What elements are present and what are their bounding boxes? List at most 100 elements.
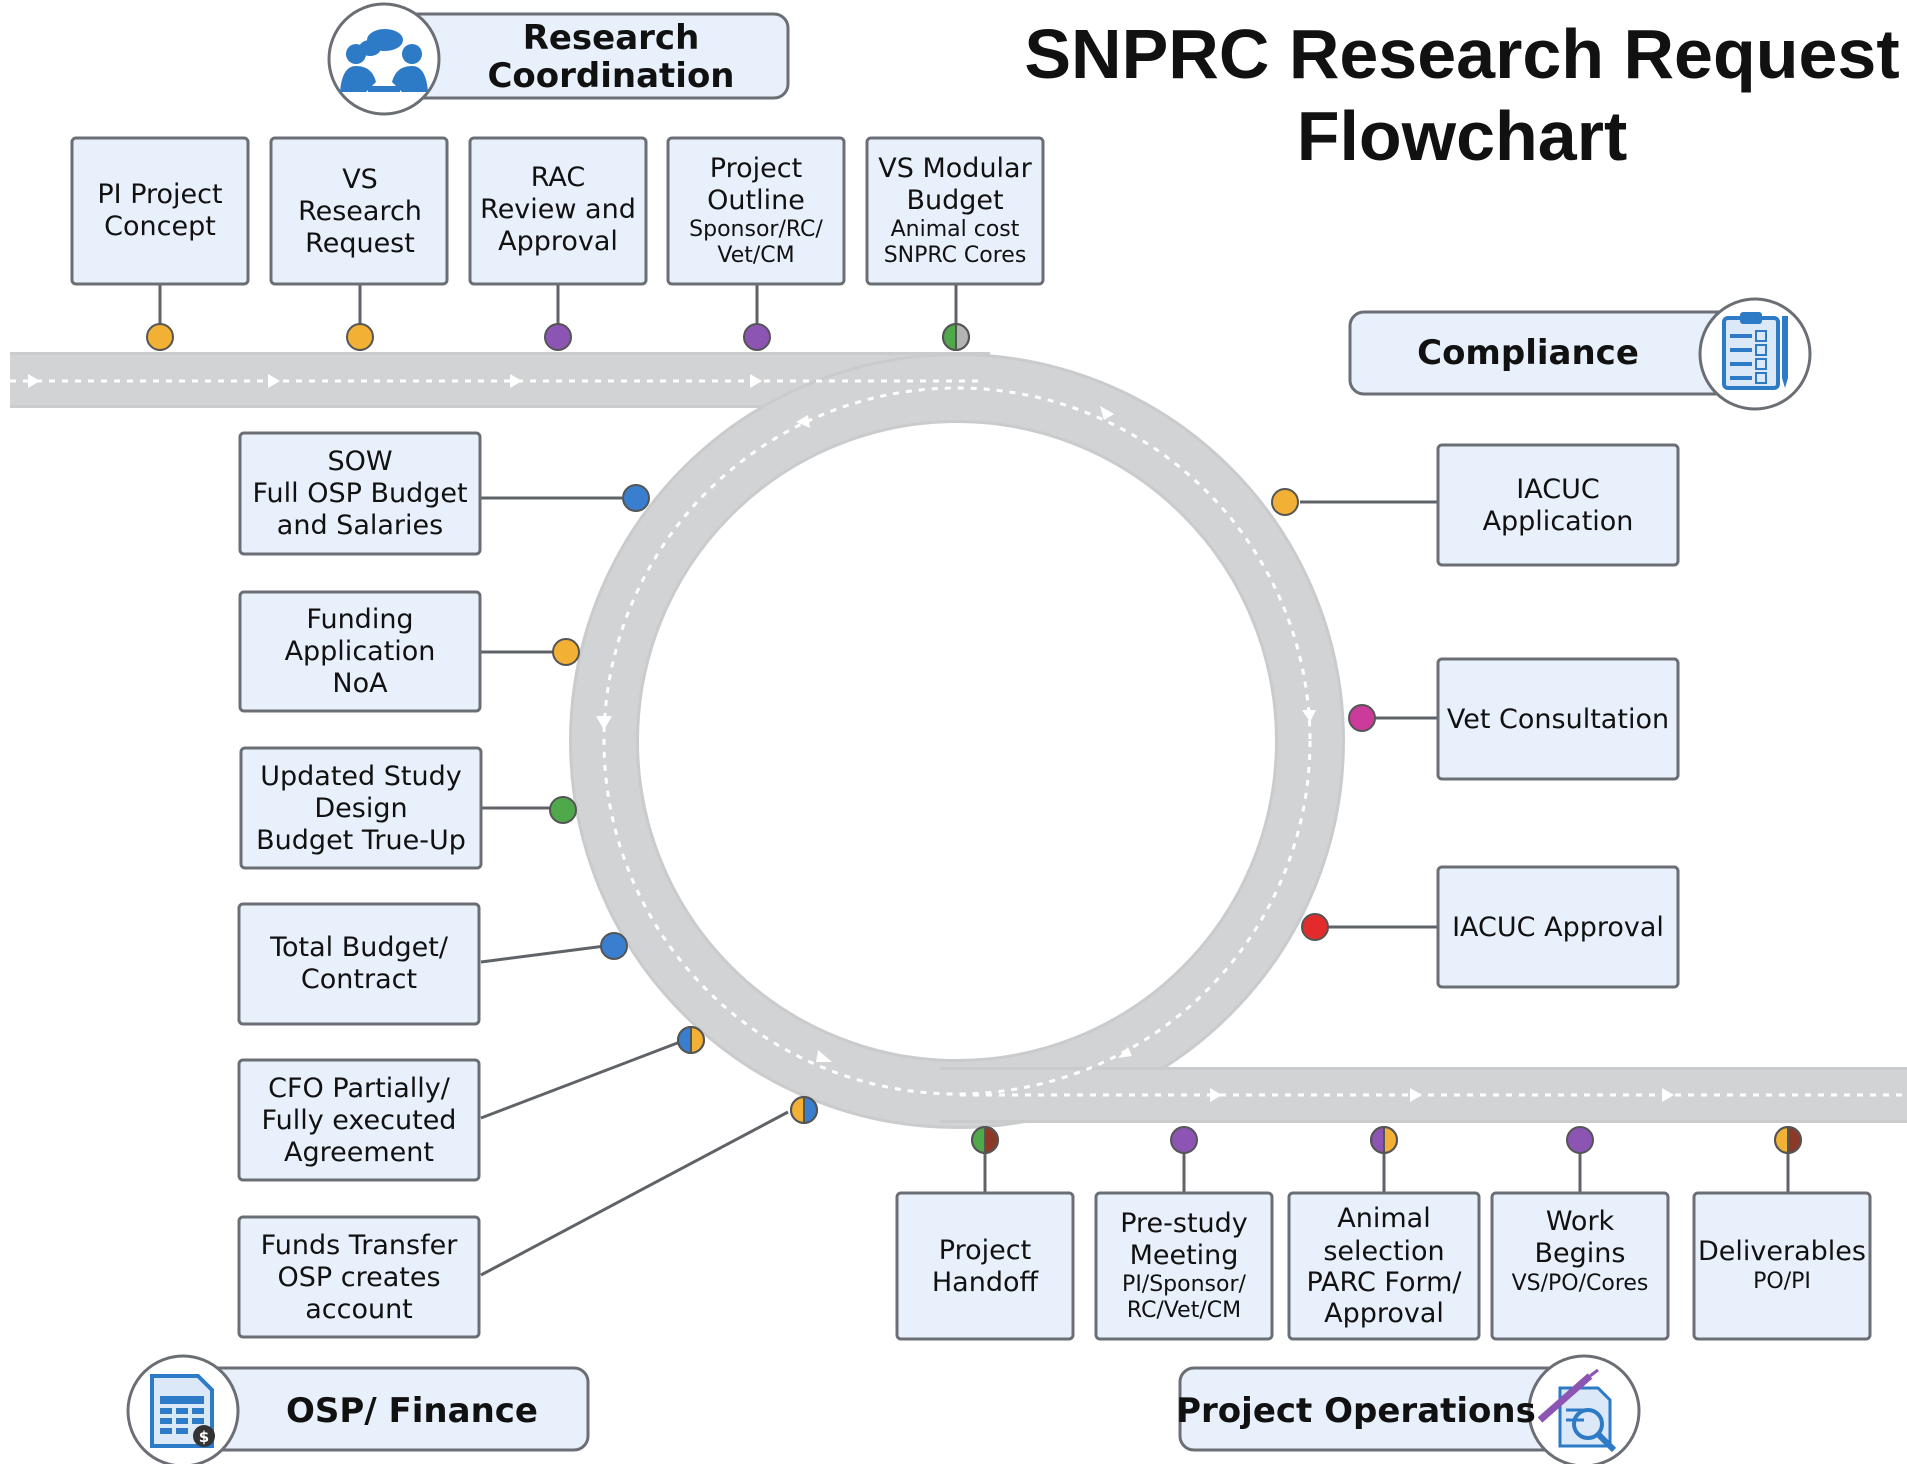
svg-text:Approval: Approval: [498, 226, 618, 257]
svg-text:Total Budget/: Total Budget/: [269, 932, 449, 963]
svg-text:Coordination: Coordination: [487, 56, 734, 96]
page-title-line2: Flowchart: [1297, 97, 1628, 175]
road: [10, 352, 1907, 1129]
svg-text:SNPRC Cores: SNPRC Cores: [884, 243, 1027, 268]
step-updated-study-design: Updated Study Design Budget True-Up: [239, 746, 483, 870]
dot-vs-budget: [942, 322, 970, 352]
svg-text:Fully executed: Fully executed: [262, 1105, 457, 1136]
svg-text:Research: Research: [298, 196, 422, 227]
svg-text:Project: Project: [939, 1235, 1031, 1266]
svg-text:IACUC Approval: IACUC Approval: [1452, 912, 1664, 943]
dot-pi-concept: [146, 323, 174, 351]
step-animal-selection: Animal selection PARC Form/ Approval: [1287, 1191, 1481, 1341]
svg-text:Meeting: Meeting: [1130, 1240, 1239, 1271]
svg-text:Budget: Budget: [906, 185, 1003, 216]
header-osp-finance: $ OSP/ Finance: [126, 1354, 590, 1464]
header-project-operations: Project Operations: [1176, 1354, 1641, 1464]
dot-deliverables: [1774, 1125, 1802, 1155]
svg-text:Agreement: Agreement: [284, 1137, 434, 1168]
dot-iacuc-approval: [1301, 913, 1329, 941]
dot-funds-transfer: [790, 1095, 818, 1125]
svg-text:PI Project: PI Project: [97, 179, 222, 210]
status-dots: [146, 322, 1802, 1155]
svg-text:Application: Application: [285, 636, 436, 667]
svg-text:Compliance: Compliance: [1417, 333, 1639, 373]
clipboard-checklist-icon: [1722, 312, 1788, 390]
svg-text:Concept: Concept: [104, 211, 216, 242]
dot-sow: [622, 484, 650, 512]
step-project-outline: Project Outline Sponsor/RC/ Vet/CM: [666, 136, 846, 286]
dot-total-budget: [600, 932, 628, 960]
svg-text:RC/Vet/CM: RC/Vet/CM: [1127, 1298, 1241, 1323]
svg-text:PARC Form/: PARC Form/: [1307, 1267, 1463, 1298]
svg-text:NoA: NoA: [332, 668, 388, 699]
header-research-coordination: Research Coordination: [327, 2, 790, 116]
svg-text:IACUC: IACUC: [1516, 474, 1599, 505]
svg-text:Full OSP Budget: Full OSP Budget: [252, 478, 467, 509]
step-total-budget: Total Budget/ Contract: [237, 902, 481, 1026]
road-arrows: [28, 374, 1674, 1102]
header-compliance: Compliance: [1348, 297, 1812, 411]
svg-text:selection: selection: [1323, 1236, 1444, 1267]
svg-text:Application: Application: [1483, 506, 1634, 537]
svg-text:Request: Request: [305, 228, 415, 259]
svg-text:RAC: RAC: [531, 162, 586, 193]
step-prestudy-meeting: Pre-study Meeting PI/Sponsor/ RC/Vet/CM: [1094, 1191, 1274, 1341]
svg-text:OSP creates: OSP creates: [277, 1262, 440, 1293]
svg-text:Review and: Review and: [480, 194, 636, 225]
dot-project-outline: [743, 323, 771, 351]
dot-updated-design: [549, 796, 577, 824]
step-cfo-agreement: CFO Partially/ Fully executed Agreement: [237, 1058, 481, 1182]
svg-text:Animal: Animal: [1337, 1203, 1430, 1234]
step-funding-application: Funding Application NoA: [238, 590, 482, 713]
spreadsheet-dollar-icon: $: [150, 1374, 215, 1448]
step-vet-consultation: Vet Consultation: [1436, 657, 1680, 781]
svg-text:Deliverables: Deliverables: [1698, 1236, 1866, 1267]
svg-text:VS/PO/Cores: VS/PO/Cores: [1512, 1271, 1649, 1296]
svg-text:$: $: [199, 1428, 209, 1446]
svg-text:Design: Design: [314, 793, 407, 824]
svg-text:Pre-study: Pre-study: [1120, 1208, 1248, 1239]
step-vs-research-request: VS Research Request: [269, 136, 449, 286]
svg-text:Contract: Contract: [301, 964, 417, 995]
svg-text:Funds Transfer: Funds Transfer: [261, 1230, 459, 1261]
step-rac-review: RAC Review and Approval: [468, 136, 648, 286]
dot-vs-request: [346, 323, 374, 351]
dot-work-begins: [1566, 1126, 1594, 1154]
svg-text:Sponsor/RC/: Sponsor/RC/: [689, 217, 823, 242]
step-iacuc-approval: IACUC Approval: [1436, 865, 1680, 989]
dot-handoff: [971, 1125, 999, 1155]
document-syringe-magnifier-icon: [1537, 1368, 1617, 1453]
svg-text:Budget True-Up: Budget True-Up: [256, 825, 466, 856]
step-deliverables: Deliverables PO/PI: [1692, 1191, 1872, 1341]
dot-animal-selection: [1370, 1125, 1398, 1155]
dot-funding: [552, 638, 580, 666]
svg-text:and Salaries: and Salaries: [277, 510, 443, 541]
step-work-begins: Work Begins VS/PO/Cores: [1490, 1191, 1670, 1341]
svg-text:Outline: Outline: [707, 185, 805, 216]
svg-text:Funding: Funding: [306, 604, 413, 635]
svg-text:Project Operations: Project Operations: [1176, 1391, 1536, 1431]
step-pi-concept: PI Project Concept: [70, 136, 250, 286]
svg-text:Vet/CM: Vet/CM: [717, 243, 794, 268]
svg-text:Work: Work: [1546, 1206, 1615, 1237]
dot-iacuc-application: [1271, 488, 1299, 516]
dot-vet-consultation: [1348, 704, 1376, 732]
page-title-line1: SNPRC Research Request: [1024, 15, 1899, 93]
svg-text:VS Modular: VS Modular: [878, 153, 1032, 184]
meeting-people-icon: [340, 29, 428, 92]
step-project-handoff: Project Handoff: [895, 1191, 1075, 1341]
step-funds-transfer: Funds Transfer OSP creates account: [237, 1215, 481, 1339]
svg-text:Begins: Begins: [1535, 1238, 1626, 1269]
dot-rac-review: [544, 323, 572, 351]
dot-prestudy: [1170, 1126, 1198, 1154]
svg-text:Research: Research: [523, 18, 700, 58]
svg-text:PO/PI: PO/PI: [1753, 1269, 1811, 1294]
svg-text:PI/Sponsor/: PI/Sponsor/: [1122, 1272, 1246, 1297]
svg-text:Handoff: Handoff: [932, 1267, 1040, 1298]
svg-text:Vet Consultation: Vet Consultation: [1447, 704, 1669, 735]
svg-text:Animal cost: Animal cost: [891, 217, 1020, 242]
svg-text:account: account: [305, 1294, 413, 1325]
step-vs-modular-budget: VS Modular Budget Animal cost SNPRC Core…: [865, 136, 1045, 286]
